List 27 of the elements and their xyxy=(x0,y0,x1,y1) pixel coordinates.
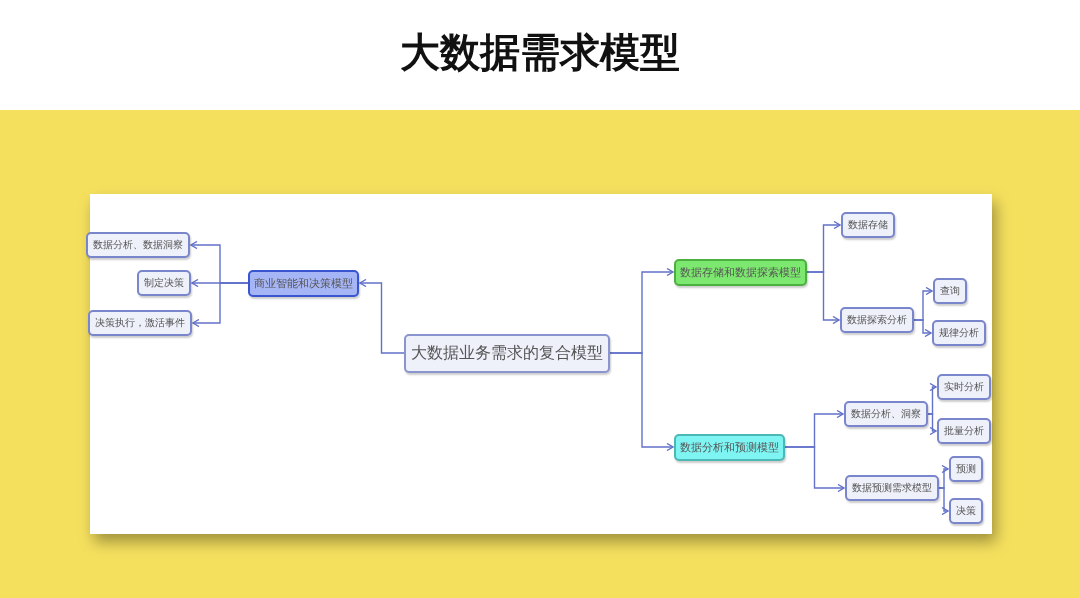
subtopic-box: 查询 xyxy=(933,278,967,304)
subtopic-box: 批量分析 xyxy=(937,418,991,444)
subtopic-box: 数据探索分析 xyxy=(840,307,914,333)
arrow xyxy=(938,487,949,516)
arrow xyxy=(806,271,840,325)
subtopic-box: 决策执行，激活事件 xyxy=(88,310,192,336)
topic-box: 数据存储和数据探索模型 xyxy=(674,258,807,286)
title: 大数据需求模型 xyxy=(399,28,681,77)
arrow xyxy=(913,319,932,338)
subtopic-box: 制定决策 xyxy=(137,270,191,296)
arrow xyxy=(359,278,405,354)
subtopic-box: 规律分析 xyxy=(932,320,986,346)
subtopic-box: 数据分析、洞察 xyxy=(844,401,928,427)
central-topic-box: 大数据业务需求的复合模型 xyxy=(404,333,610,373)
subtopic-box: 数据预测需求模型 xyxy=(845,475,939,501)
arrow xyxy=(927,413,937,436)
arrow xyxy=(192,282,249,328)
topic-box: 商业智能和决策模型 xyxy=(248,269,359,297)
subtopic-box: 实时分析 xyxy=(937,374,991,400)
subtopic-box: 数据分析、数据洞察 xyxy=(86,232,190,258)
arrow xyxy=(784,446,845,493)
topic-box: 数据分析和预测模型 xyxy=(674,433,785,461)
arrow xyxy=(927,382,937,415)
subtopic-box: 预测 xyxy=(949,456,983,482)
subtopic-box: 数据存储 xyxy=(841,212,895,238)
arrow xyxy=(609,352,674,452)
subtopic-box: 决策 xyxy=(949,498,983,524)
